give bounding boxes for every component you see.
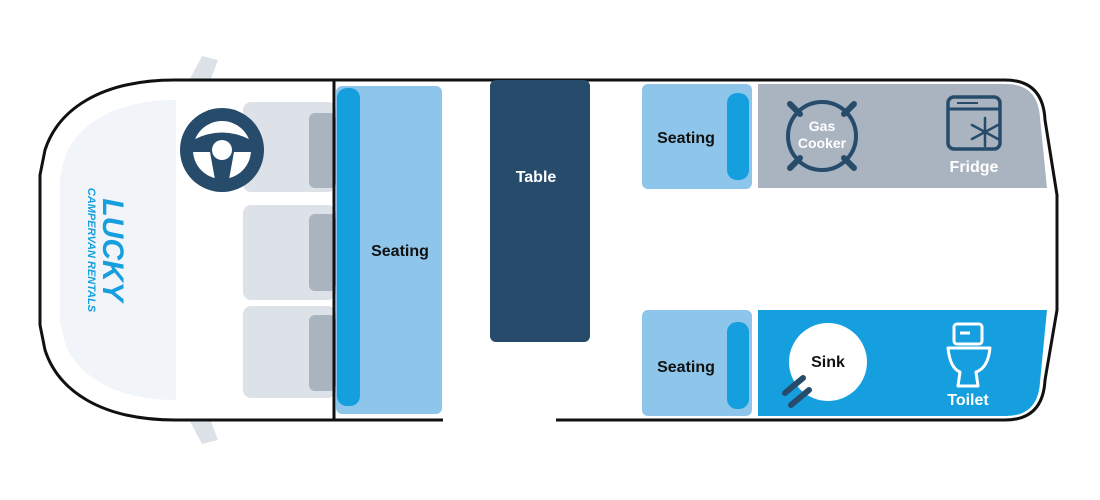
seating-top-area: Seating	[642, 84, 752, 189]
sink-label: Sink	[811, 354, 845, 371]
cab-seat-driver-back	[309, 113, 336, 188]
cab-seat-middle-back	[309, 214, 336, 291]
seating-bottom-label: Seating	[657, 359, 715, 376]
brand-tagline: CAMPERVAN RENTALS	[85, 188, 97, 313]
gas-cooker-label-line2: Cooker	[798, 135, 847, 151]
gas-cooker-label-line1: Gas	[809, 118, 836, 134]
seating-main-area: Seating	[336, 86, 442, 414]
sink-area: Sink	[782, 323, 867, 408]
brand-name: LUCKY	[96, 198, 129, 304]
tap-icon	[782, 375, 812, 408]
steering-wheel-icon	[180, 108, 264, 192]
table-label: Table	[516, 169, 557, 186]
toilet-label: Toilet	[947, 392, 989, 409]
body-outline-top	[333, 78, 1059, 422]
seating-bottom-area: Seating	[642, 310, 752, 416]
table-area: Table	[490, 80, 590, 342]
gas-cooker-icon: Gas Cooker	[786, 100, 858, 172]
seating-main-label: Seating	[371, 243, 429, 260]
cab-seat-passenger-back	[309, 315, 336, 391]
toilet-icon	[946, 322, 992, 388]
seating-top-label: Seating	[657, 130, 715, 147]
fridge-label: Fridge	[950, 159, 999, 176]
windscreen	[60, 100, 176, 400]
brand-logo: LUCKY CAMPERVAN RENTALS	[85, 188, 129, 313]
fridge-snowflake-icon	[946, 95, 1002, 151]
